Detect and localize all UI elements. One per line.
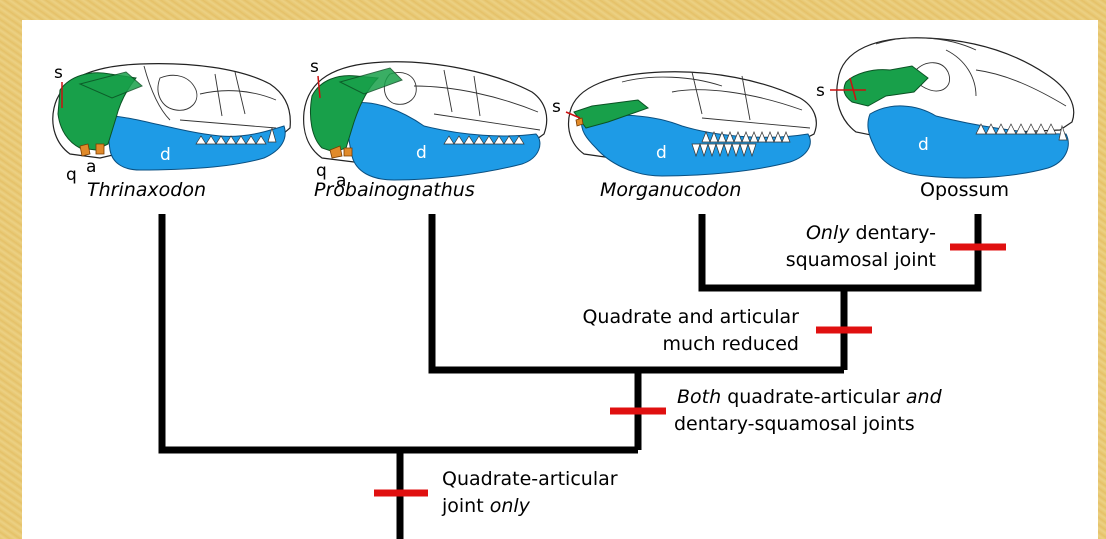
label-squamosal-3: s (552, 97, 561, 117)
note-both-line1: Both quadrate-articular and (677, 386, 943, 408)
label-articular-1: a (86, 157, 96, 177)
skull-probainognathus: s q a d (304, 57, 547, 191)
note-only-ds-line2: squamosal joint (786, 249, 936, 271)
label-squamosal-4: s (816, 81, 825, 101)
taxon-label-opossum: Opossum (920, 179, 1009, 201)
label-squamosal-2: s (310, 57, 319, 77)
skull-opossum: s d (816, 38, 1074, 178)
taxon-label-probainognathus: Probainognathus (314, 179, 475, 201)
note-reduced-line2: much reduced (663, 333, 799, 355)
note-root-line2: joint only (441, 495, 531, 517)
note-only-ds-line1: Only dentary- (806, 222, 936, 244)
cladogram-diagram: s q a d s q a d (22, 20, 1098, 539)
branch-thrinaxodon (162, 214, 638, 450)
label-squamosal-1: s (54, 63, 63, 83)
taxon-label-thrinaxodon: Thrinaxodon (87, 179, 206, 201)
label-dentary-3: d (656, 143, 667, 163)
skull-morganucodon: s d (552, 72, 816, 176)
skull-thrinaxodon: s q a d (53, 63, 291, 185)
label-quadrate-2: q (316, 161, 327, 181)
note-root-line1: Quadrate-articular (442, 468, 618, 490)
label-dentary-1: d (160, 145, 171, 165)
label-dentary-4: d (918, 135, 929, 155)
note-reduced-line1: Quadrate and articular (582, 306, 799, 328)
note-both-line2: dentary-squamosal joints (674, 413, 915, 435)
diagram-panel: s q a d s q a d (22, 20, 1098, 539)
label-quadrate-1: q (66, 165, 77, 185)
taxon-label-morganucodon: Morganucodon (600, 179, 741, 201)
label-dentary-2: d (416, 143, 427, 163)
